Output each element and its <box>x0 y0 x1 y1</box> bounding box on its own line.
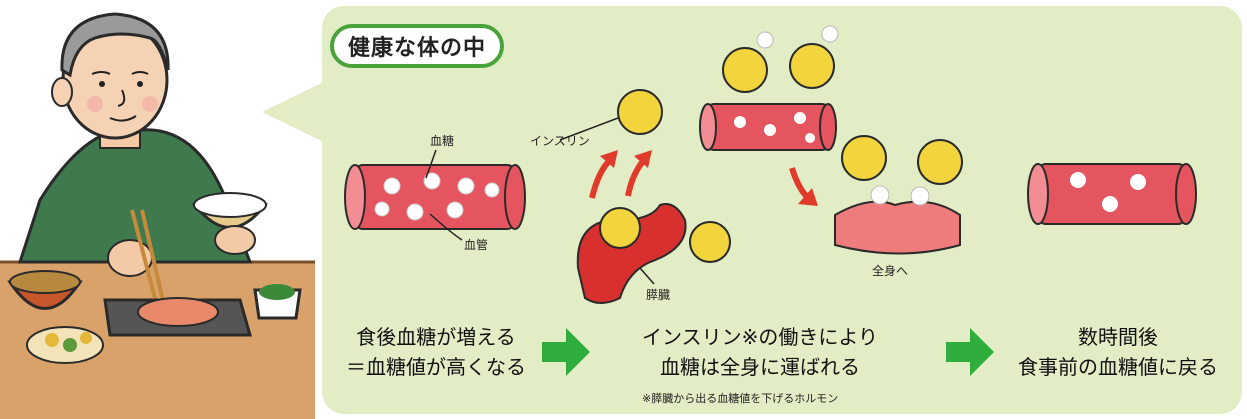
section-title-text: 健康な体の中 <box>348 36 487 61</box>
pancreas-insulin-illustration <box>559 25 963 304</box>
step1-line1: 食後血糖が増える <box>356 325 516 349</box>
vessel-step1 <box>344 149 526 241</box>
label-blood-sugar: 血糖 <box>430 134 455 148</box>
label-whole-body: 全身へ <box>872 264 909 278</box>
green-arrow-1 <box>542 328 590 376</box>
green-arrow-2 <box>946 328 994 376</box>
label-pancreas: 膵臓 <box>646 288 671 302</box>
step2-line1: インスリン※の働きにより <box>642 325 878 349</box>
man-eating-illustration <box>0 12 315 419</box>
step1-line2: ＝血糖値が高くなる <box>346 355 526 379</box>
vessel-step3 <box>1027 163 1197 225</box>
label-insulin: インスリン <box>530 134 590 148</box>
step2-line2: 血糖は全身に運ばれる <box>660 355 860 379</box>
step2-caption: インスリン※の働きにより 血糖は全身に運ばれる <box>620 322 900 382</box>
section-title: 健康な体の中 <box>330 24 505 68</box>
speech-bubble-tail <box>262 74 340 150</box>
step3-line2: 食事前の血糖値に戻る <box>1018 355 1218 379</box>
label-blood-vessel: 血管 <box>464 238 489 252</box>
step-arrows <box>542 328 994 376</box>
step1-caption: 食後血糖が増える ＝血糖値が高くなる <box>336 322 536 382</box>
step3-caption: 数時間後 食事前の血糖値に戻る <box>1000 322 1236 382</box>
footnote: ※膵臓から出る血糖値を下げるホルモン <box>642 392 839 405</box>
step3-line1: 数時間後 <box>1078 325 1158 349</box>
